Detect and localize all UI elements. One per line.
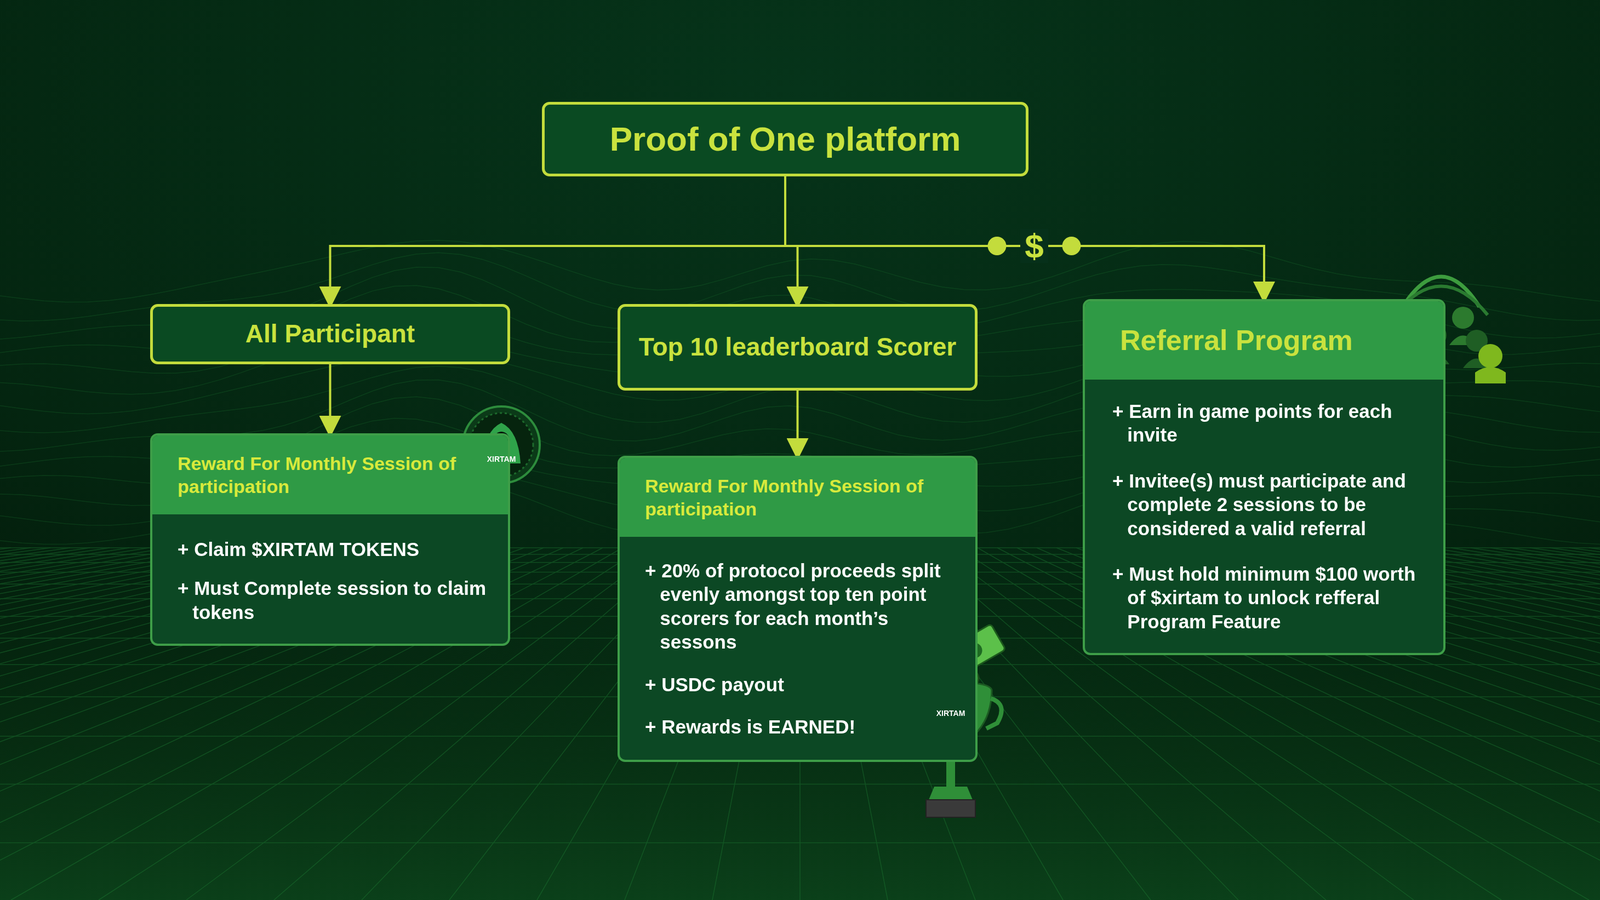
box-title: All Participant <box>245 317 415 351</box>
referral-card: Referral Program + Earn in game points fo… <box>1082 299 1446 656</box>
connector-dot <box>987 236 1007 256</box>
bullet-text: + Invitee(s) must participate and comple… <box>1112 469 1428 541</box>
box-title: Proof of One platform <box>609 117 962 162</box>
reward-card: Reward For Monthly Session of participat… <box>617 455 978 763</box>
card-body: + Claim $XIRTAM TOKENS + Must Complete se… <box>152 514 508 644</box>
connector-arrow <box>329 364 332 434</box>
connector-arrow <box>785 176 798 305</box>
grid <box>0 240 1600 900</box>
card-header: Referral Program <box>1084 301 1444 380</box>
card-body: + Earn in game points for each invite + I… <box>1084 379 1444 654</box>
platform-box: Proof of One platform <box>541 101 1029 177</box>
box-title: Top 10 leaderboard Scorer <box>638 330 957 364</box>
connector-dot <box>1061 236 1081 256</box>
bullet-text: + Earn in game points for each invite <box>1112 399 1428 448</box>
connector-arrow <box>785 176 1265 300</box>
card-heading: Referral Program <box>1120 322 1353 359</box>
card-body: + 20% of protocol proceeds split evenly … <box>619 536 976 759</box>
card-heading: Reward For Monthly Session of participat… <box>644 474 963 522</box>
card-header: Reward For Monthly Session of participat… <box>619 458 976 537</box>
category-box: Top 10 leaderboard Scorer <box>617 304 978 391</box>
bullet-text: + Rewards is EARNED! <box>644 715 960 739</box>
bullet-text: + Claim $XIRTAM TOKENS <box>177 537 493 562</box>
bullet-text: + Must Complete session to claim tokens <box>177 576 493 625</box>
logo-text: XIRTAM <box>936 709 966 718</box>
connector-arrow <box>330 176 786 305</box>
reward-card: Reward For Monthly Session of participat… <box>150 433 511 647</box>
card-heading: Reward For Monthly Session of participat… <box>177 452 495 499</box>
logo-text: XIRTAM <box>487 454 517 464</box>
category-box: All Participant <box>150 304 511 365</box>
connector-arrow <box>796 390 799 456</box>
bullet-text: + Must hold minimum $100 worth of $xirta… <box>1112 562 1428 634</box>
bullet-text: + USDC payout <box>644 672 960 697</box>
edge-label: $ <box>1020 229 1048 264</box>
bullet-text: + 20% of protocol proceeds split evenly … <box>644 558 960 655</box>
card-header: Reward For Monthly Session of participat… <box>152 435 508 515</box>
